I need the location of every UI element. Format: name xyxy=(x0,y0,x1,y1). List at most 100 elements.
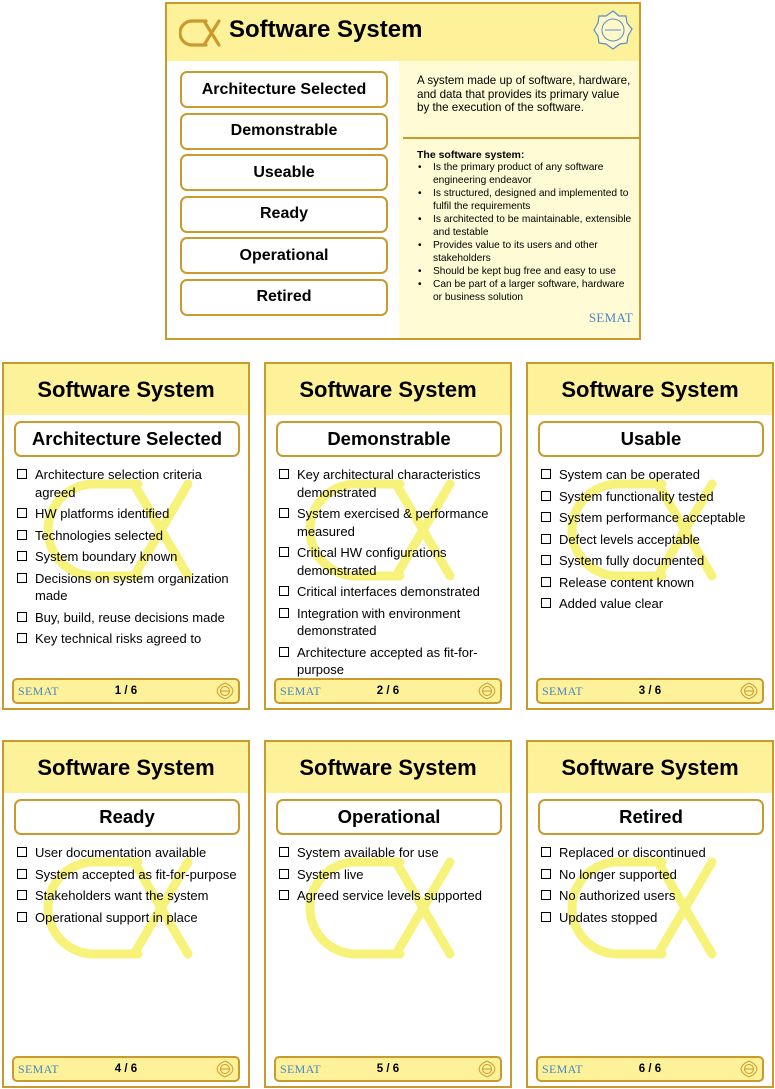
overview-title: Software System xyxy=(229,16,423,43)
checklist-item-label: Buy, build, reuse decisions made xyxy=(35,609,225,625)
alpha-icon xyxy=(179,19,221,47)
gear-badge-icon xyxy=(740,682,758,700)
gear-badge-icon xyxy=(216,1060,234,1078)
checklist-item[interactable]: No longer supported xyxy=(540,866,768,884)
checkbox-icon[interactable] xyxy=(17,911,27,922)
checkbox-icon[interactable] xyxy=(541,576,551,587)
card-state-label: Retired xyxy=(538,799,764,835)
checklist-item[interactable]: Defect levels acceptable xyxy=(540,531,768,549)
checklist-item[interactable]: Stakeholders want the system xyxy=(16,887,244,905)
overview-header xyxy=(167,4,639,61)
checkbox-icon[interactable] xyxy=(279,547,289,557)
card-state-label: Architecture Selected xyxy=(14,421,240,457)
checkbox-icon[interactable] xyxy=(279,868,289,879)
checkbox-icon[interactable] xyxy=(541,847,551,857)
checkbox-icon[interactable] xyxy=(279,508,289,518)
checklist-item-label: Decisions on system organization made xyxy=(35,570,229,604)
checklist-item-label: System performance acceptable xyxy=(559,510,746,525)
card-title: Software System xyxy=(528,364,772,415)
checklist-item[interactable]: Integration with environment demonstrate… xyxy=(278,605,506,640)
checkbox-icon[interactable] xyxy=(17,868,27,879)
checklist-item-label: System can be operated xyxy=(559,467,700,482)
checklist-item-label: Replaced or discontinued xyxy=(559,845,706,860)
checkbox-icon[interactable] xyxy=(17,529,27,540)
checkbox-icon[interactable] xyxy=(541,469,551,479)
checkbox-icon[interactable] xyxy=(279,646,289,657)
checkbox-icon[interactable] xyxy=(279,847,289,857)
state-demonstrable[interactable]: Demonstrable xyxy=(180,112,388,150)
checkbox-icon[interactable] xyxy=(541,890,551,900)
state-retired[interactable]: Retired xyxy=(180,278,388,316)
checklist-item[interactable]: Agreed service levels supported xyxy=(278,887,506,905)
checklist-item[interactable]: System exercised & performance measured xyxy=(278,505,506,540)
checklist-item[interactable]: Updates stopped xyxy=(540,909,768,927)
semat-logo: SEMAT xyxy=(542,1062,583,1076)
checklist-item[interactable]: Replaced or discontinued xyxy=(540,844,768,862)
checklist-item[interactable]: System accepted as fit-for-purpose xyxy=(16,866,244,884)
checkbox-icon[interactable] xyxy=(279,890,289,900)
checklist-item[interactable]: Release content known xyxy=(540,574,768,592)
page-number: 6 / 6 xyxy=(638,1063,662,1075)
page-number: 1 / 6 xyxy=(114,685,138,697)
checklist-item[interactable]: Critical HW configurations demonstrated xyxy=(278,544,506,579)
checklist-item-label: Release content known xyxy=(559,574,695,590)
checklist-item[interactable]: System live xyxy=(278,866,506,884)
state-useable[interactable]: Useable xyxy=(180,154,388,191)
checklist-item[interactable]: Added value clear xyxy=(540,595,768,613)
checklist-item-label: No longer supported xyxy=(559,866,677,882)
checkbox-icon[interactable] xyxy=(17,572,27,583)
checklist-item[interactable]: System performance acceptable xyxy=(540,509,768,527)
overview-divider xyxy=(403,137,639,139)
checklist-item[interactable]: Key architectural characteristics demons… xyxy=(278,466,506,501)
checkbox-icon[interactable] xyxy=(17,890,27,900)
checkbox-icon[interactable] xyxy=(541,490,551,501)
checkbox-icon[interactable] xyxy=(541,868,551,879)
checklist-item[interactable]: System functionality tested xyxy=(540,488,768,506)
state-operational[interactable]: Operational xyxy=(180,237,388,274)
checklist-item[interactable]: System boundary known xyxy=(16,548,244,566)
checkbox-icon[interactable] xyxy=(279,586,289,596)
checkbox-icon[interactable] xyxy=(17,508,27,518)
state-architecture-selected[interactable]: Architecture Selected xyxy=(180,71,388,108)
checkbox-icon[interactable] xyxy=(279,607,289,618)
checklist-item[interactable]: Decisions on system organization made xyxy=(16,570,244,605)
checklist-item[interactable]: Buy, build, reuse decisions made xyxy=(16,609,244,627)
checklist-item[interactable]: Architecture accepted as fit-for-purpose xyxy=(278,644,506,679)
checklist-item[interactable]: Key technical risks agreed to xyxy=(16,630,244,648)
checklist-item[interactable]: No authorized users xyxy=(540,887,768,905)
checklist-item[interactable]: HW platforms identified xyxy=(16,505,244,523)
checklist-item[interactable]: User documentation available xyxy=(16,844,244,862)
checkbox-icon[interactable] xyxy=(17,847,27,857)
state-ready[interactable]: Ready xyxy=(180,195,388,233)
alpha-watermark-icon xyxy=(305,479,455,581)
checkbox-icon[interactable] xyxy=(17,611,27,622)
checkbox-icon[interactable] xyxy=(541,533,551,544)
card-title: Software System xyxy=(528,742,772,793)
checkbox-icon[interactable] xyxy=(541,555,551,565)
checkbox-icon[interactable] xyxy=(17,469,27,479)
checklist-item-label: System exercised & performance measured xyxy=(297,506,489,539)
checklist-item[interactable]: Critical interfaces demonstrated xyxy=(278,583,506,601)
checkbox-icon[interactable] xyxy=(541,911,551,922)
checklist-item[interactable]: System can be operated xyxy=(540,466,768,484)
checkbox-icon[interactable] xyxy=(17,633,27,643)
checklist-item[interactable]: Architecture selection criteria agreed xyxy=(16,466,244,501)
checklist-item[interactable]: System available for use xyxy=(278,844,506,862)
checklist-item[interactable]: Operational support in place xyxy=(16,909,244,927)
checkbox-icon[interactable] xyxy=(279,469,289,479)
checkbox-icon[interactable] xyxy=(541,598,551,608)
checkbox-icon[interactable] xyxy=(17,551,27,561)
overview-list-item: Is structured, designed and implemented … xyxy=(417,187,633,213)
checklist-item[interactable]: System fully documented xyxy=(540,552,768,570)
checklist-item[interactable]: Technologies selected xyxy=(16,527,244,545)
overview-list-item: Can be part of a larger software, hardwa… xyxy=(417,278,633,304)
checkbox-icon[interactable] xyxy=(541,512,551,522)
card-state-label: Ready xyxy=(14,799,240,835)
card-title: Software System xyxy=(4,364,248,415)
